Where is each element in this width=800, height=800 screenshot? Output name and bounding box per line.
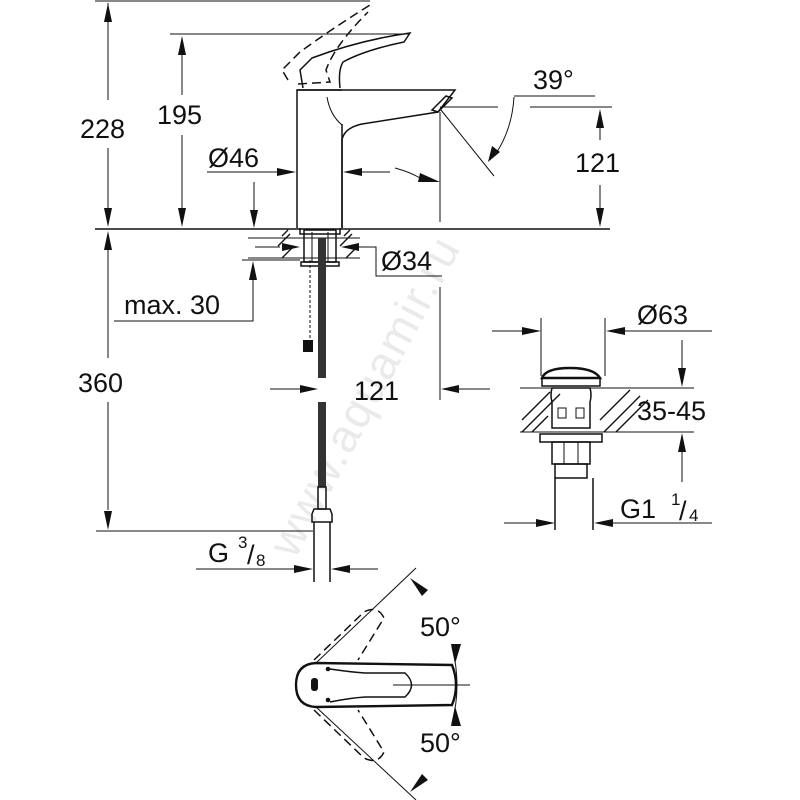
dim-outlet-angle: 39° [533,65,574,95]
dim-projection: 121 [354,376,399,406]
dim-connection-slash: / [247,540,255,570]
supply-hoses [300,229,340,582]
dim-waste-diameter: Ø63 [637,300,688,330]
dim-deck-thickness: 35-45 [637,396,706,426]
popup-waste [520,366,694,530]
dim-lever-angle-left: 50° [420,612,461,642]
braided-hose-upper [318,238,326,378]
waste-cap [540,366,603,380]
dim-hose-length: 360 [78,368,123,398]
dim-waste-thread: G1 [620,494,656,524]
faucet-body [296,89,343,228]
dim-spout-height: 195 [157,100,202,130]
dim-lever-angle-right: 50° [420,728,461,758]
dim-body-diameter: Ø46 [208,143,259,173]
dim-hole-diameter: Ø34 [381,246,432,276]
faucet-lever [299,32,412,89]
dim-connection-numerator: 3 [238,533,247,552]
dim-total-height: 228 [80,114,125,144]
lever-raised-position [281,4,371,85]
dim-connection-g: G [208,538,229,568]
faucet-side-view [281,4,457,235]
dim-waste-thread-slash: / [679,496,687,526]
lever-top-view [294,567,470,800]
aerator [430,95,454,113]
spout-curve [326,96,343,126]
waste-nut [551,441,591,465]
hose-nut [311,508,333,523]
waste-flange [539,433,603,443]
lever-outline [294,661,458,709]
braided-hose-lower [318,402,326,487]
dim-waste-thread-denominator: 4 [689,506,698,525]
base-flange [299,228,341,235]
dim-outlet-height: 121 [575,148,620,178]
chain-weight [303,340,313,352]
dim-waste-thread-numerator: 1 [671,490,680,509]
faucet-spout [297,89,457,228]
dim-max-deck: max. 30 [124,290,220,320]
dim-connection-denominator: 8 [256,551,265,570]
